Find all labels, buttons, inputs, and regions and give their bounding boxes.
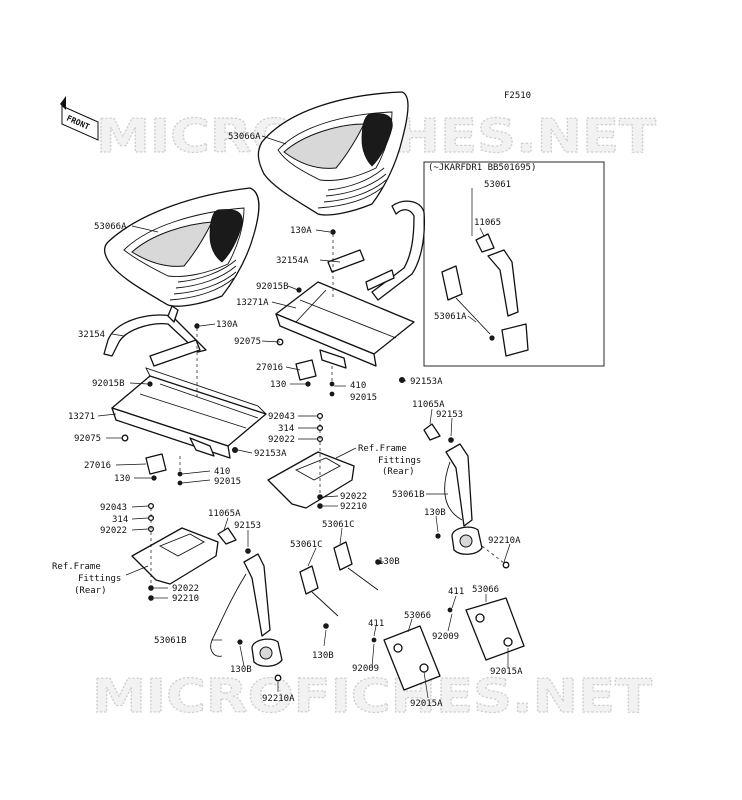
label-53066a-right: 53066A <box>228 132 261 142</box>
label-53061c-right: 53061C <box>322 520 355 530</box>
label-32154: 32154 <box>78 330 105 340</box>
label-92015-right: 92015 <box>350 393 377 403</box>
label-ref-frame-left: Ref.Frame <box>52 562 101 572</box>
label-92022-center-lower: 92022 <box>340 492 367 502</box>
figure-code: F2510 <box>504 91 531 101</box>
inset-box: (~JKARFDR1 BB501695) <box>423 161 605 367</box>
label-53066a-left: 53066A <box>94 222 127 232</box>
label-92210-left: 92210 <box>172 594 199 604</box>
label-27016-right: 27016 <box>256 363 283 373</box>
seat-cushion-left <box>103 187 260 307</box>
label-92009-right: 92009 <box>432 632 459 642</box>
callout-labels: 53066A 53066A 130A 32154A 92015B 13271A … <box>52 132 523 709</box>
seat-belt-right <box>423 423 510 569</box>
grab-bar-left <box>103 305 207 367</box>
label-53066-right: 53066 <box>472 585 499 595</box>
label-53061a: 53061A <box>434 312 467 322</box>
label-92043-left: 92043 <box>100 503 127 513</box>
label-92015a-right: 92015A <box>490 667 523 677</box>
label-rear-center: (Rear) <box>382 467 415 477</box>
label-13271a: 13271A <box>236 298 269 308</box>
fasteners-right <box>276 229 405 397</box>
label-13271: 13271 <box>68 412 95 422</box>
label-130a-right: 130A <box>290 226 312 236</box>
label-27016-left: 27016 <box>84 461 111 471</box>
label-fittings-center: Fittings <box>378 456 421 466</box>
label-92153-left: 92153 <box>234 521 261 531</box>
label-130b-left: 130B <box>230 665 252 675</box>
label-130b-mid-right: 130B <box>378 557 400 567</box>
buckle-53061c-left <box>299 565 339 629</box>
seat-cushion-right <box>257 91 409 216</box>
leader-lines <box>97 135 511 699</box>
label-410-left: 410 <box>214 467 230 477</box>
label-92210a-right: 92210A <box>488 536 521 546</box>
label-130a-left: 130A <box>216 320 238 330</box>
seat-base-left <box>111 367 267 459</box>
label-ref-frame-center: Ref.Frame <box>358 444 407 454</box>
watermark-bottom: MICROFICHES.NET <box>92 669 653 723</box>
buckle-53061c-right <box>333 541 381 591</box>
label-314-center: 314 <box>278 424 294 434</box>
label-11065: 11065 <box>474 218 501 228</box>
label-32154a: 32154A <box>276 256 309 266</box>
label-92075-left: 92075 <box>74 434 101 444</box>
label-53061c-left: 53061C <box>290 540 323 550</box>
inset-caption: (~JKARFDR1 BB501695) <box>428 163 536 173</box>
seat-base-right <box>275 281 415 369</box>
label-92022-left-lower: 92022 <box>172 584 199 594</box>
label-53066-left: 53066 <box>404 611 431 621</box>
label-92015a-left: 92015A <box>410 699 443 709</box>
frame-fitting-left <box>131 502 219 601</box>
label-92043-center: 92043 <box>268 412 295 422</box>
label-53061b-right: 53061B <box>392 490 425 500</box>
frame-fitting-center <box>267 412 355 509</box>
label-314-left: 314 <box>112 515 128 525</box>
seat-belt-left <box>210 527 283 682</box>
bracket-27016-right <box>295 359 317 381</box>
label-92009-left: 92009 <box>352 664 379 674</box>
panel-53066-left <box>371 625 441 691</box>
label-11065a-right: 11065A <box>412 400 445 410</box>
label-92210-center: 92210 <box>340 502 367 512</box>
panel-53066-right <box>447 597 525 661</box>
label-92210a-left: 92210A <box>262 694 295 704</box>
front-arrow-icon: FRONT <box>60 96 99 141</box>
label-410-right: 410 <box>350 381 366 391</box>
label-92075-right: 92075 <box>234 337 261 347</box>
label-53061b-left: 53061B <box>154 636 187 646</box>
label-92015b-left: 92015B <box>92 379 125 389</box>
label-92153a-left: 92153A <box>254 449 287 459</box>
label-92015b-right: 92015B <box>256 282 289 292</box>
label-411-left: 411 <box>368 619 384 629</box>
label-130b-right: 130B <box>424 508 446 518</box>
label-11065a-left: 11065A <box>208 509 241 519</box>
label-92022-center: 92022 <box>268 435 295 445</box>
label-130-right: 130 <box>270 380 286 390</box>
fasteners-left <box>121 323 238 486</box>
label-130b-mid-left: 130B <box>312 651 334 661</box>
label-rear-left: (Rear) <box>74 586 107 596</box>
label-fittings-left: Fittings <box>78 574 121 584</box>
label-92153-right: 92153 <box>436 410 463 420</box>
bracket-27016-left <box>145 453 167 475</box>
label-92022-left: 92022 <box>100 526 127 536</box>
label-130-left: 130 <box>114 474 130 484</box>
label-92153a-right: 92153A <box>410 377 443 387</box>
label-92015-left: 92015 <box>214 477 241 487</box>
grab-bar-right <box>327 200 426 301</box>
label-411-right: 411 <box>448 587 464 597</box>
label-53061: 53061 <box>484 180 511 190</box>
